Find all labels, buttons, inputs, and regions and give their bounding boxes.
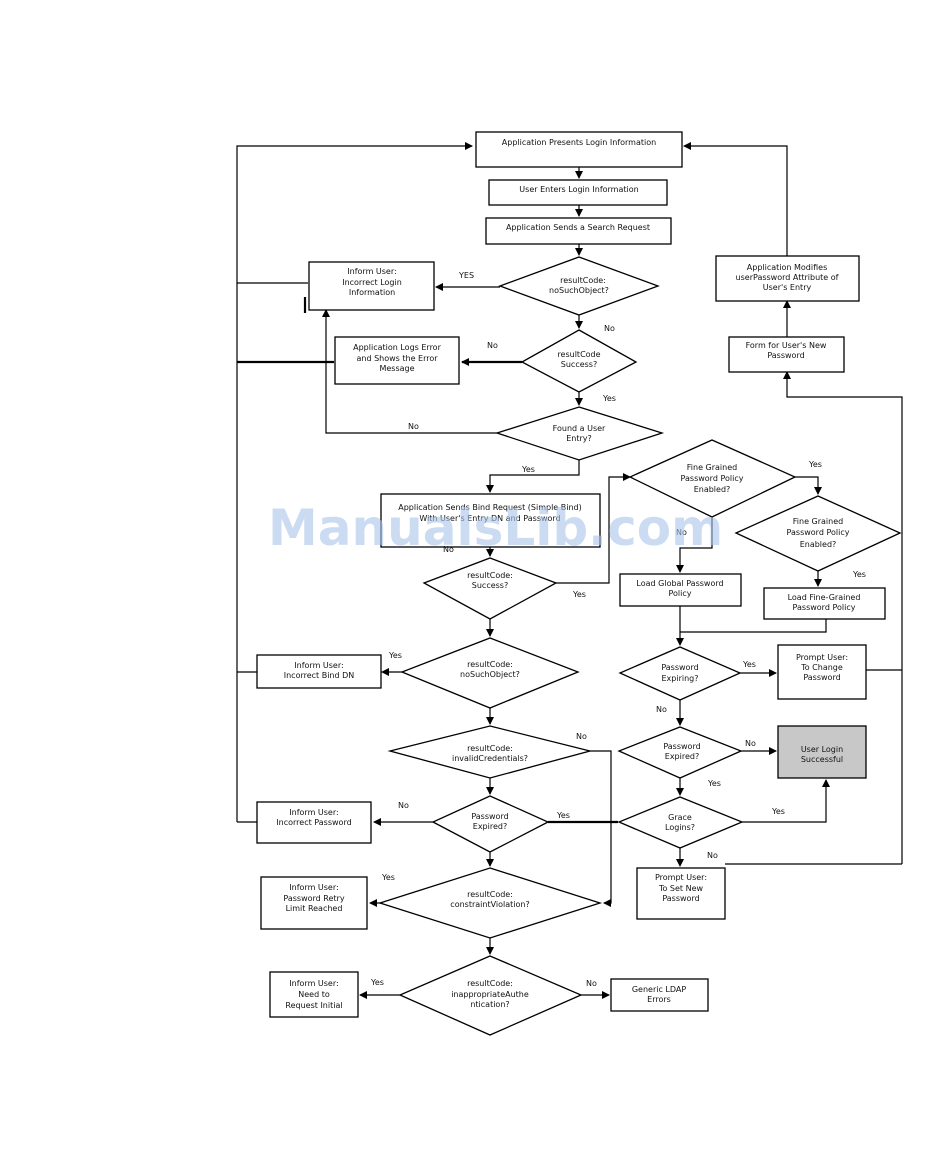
node-need-request [269,971,359,1018]
node-inappropriate [398,955,583,1036]
node-retry-limit [260,876,368,930]
text-incorrect-pwd: Inform User:Incorrect Password [276,808,351,827]
label-no-fg1: No [676,528,687,537]
node-success1 [520,329,638,393]
node-generic [610,978,709,1012]
node-nosuch2 [400,637,580,709]
nodes [256,131,902,1036]
label-yes-nosuch1: YES [458,271,474,280]
node-invalid-cred [387,725,593,779]
text-nosuch2: resultCode:noSuchObject? [460,660,520,679]
label-yes-found: Yes [521,465,535,474]
label-no-invalid: No [576,732,587,741]
label-yes-fg2: Yes [852,570,866,579]
node-constraint [377,867,603,939]
text-presents: Application Presents Login Information [502,138,656,147]
text-search: Application Sends a Search Request [506,223,650,232]
label-no-success1: No [487,341,498,350]
node-incorrect-login [308,261,435,311]
label-no-grace: No [707,851,718,860]
label-yes-success2: Yes [572,590,586,599]
node-logs-error [334,336,460,385]
label-yes-nosuch2: Yes [388,651,402,660]
node-fg-policy [763,587,886,620]
label-yes-inappropriate: Yes [370,978,384,987]
label-no-expired-left: No [398,801,409,810]
text-invalid-cred: resultCode:invalidCredentials? [452,744,528,763]
text-enters: User Enters Login Information [519,185,638,194]
node-success2 [422,557,558,620]
label-no-inappropriate: No [586,979,597,988]
node-fg2 [734,495,902,572]
node-found-user [494,406,665,461]
label-yes-fg1: Yes [808,460,822,469]
text-bind: Application Sends Bind Request (Simple B… [398,503,582,523]
label-no-expiring: No [656,705,667,714]
label-yes-expired-left: Yes [556,811,570,820]
label-yes-expiring: Yes [742,660,756,669]
label-yes-grace: Yes [771,807,785,816]
text-nosuch1: resultCode:noSuchObject? [549,276,609,295]
text-incorrect-dn: Inform User:Incorrect Bind DN [284,661,355,680]
node-prompt-change [777,644,867,700]
label-no-found: No [408,422,419,431]
node-global-policy [619,573,742,607]
node-labels: Application Presents Login Information U… [276,138,860,1010]
node-search [485,217,672,245]
label-yes-constraint: Yes [381,873,395,882]
connectors [236,142,903,999]
label-no-success2: No [443,545,454,554]
label-yes-expired-right: Yes [707,779,721,788]
node-form-new [728,336,845,373]
node-success-login [777,725,867,779]
watermark: ManualsLib.com [268,499,723,557]
node-modifies [715,255,860,302]
node-incorrect-pwd [256,801,372,844]
node-fg1 [628,439,797,518]
node-expiring [618,646,742,701]
node-enters [488,179,668,206]
label-yes-success1: Yes [602,394,616,403]
node-incorrect-dn [256,654,382,689]
node-expired-right [617,726,743,779]
text-constraint: resultCode:constraintViolation? [450,890,529,909]
text-success2: resultCode:Success? [467,571,513,590]
edge-labels: YES No No Yes No Yes No Yes Yes No No Ye… [370,271,866,988]
node-bind [380,493,601,548]
label-no-nosuch1: No [604,324,615,333]
label-no-expired-right: No [745,739,756,748]
node-presents [475,131,683,168]
node-pwd-expired-left [431,795,550,853]
node-nosuch1 [498,256,660,316]
node-prompt-set [636,867,726,920]
node-grace [617,796,744,849]
